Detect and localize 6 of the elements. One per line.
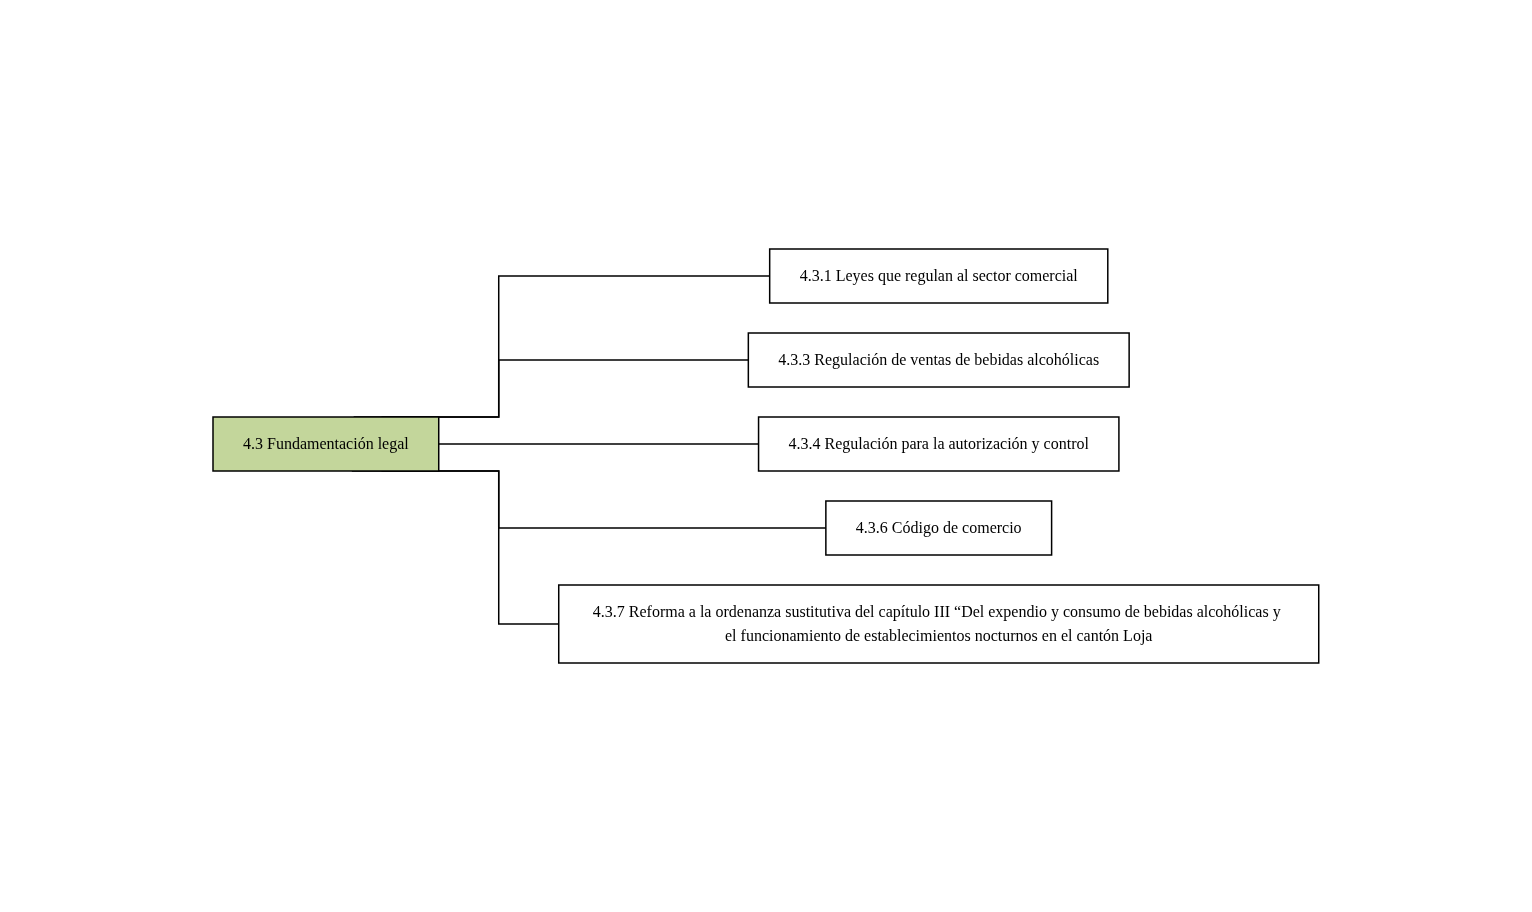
node-box: 4.3.1 Leyes que regulan al sector comercial [769, 248, 1109, 304]
node-box: 4.3 Fundamentación legal [212, 416, 440, 472]
node-box: 4.3.6 Código de comercio [825, 500, 1053, 556]
node-box: 4.3.7 Reforma a la ordenanza sustitutiva del capítulo III “Del expendio y consumo de bebidas alcohólicas y el funcionamiento de establecimientos nocturnos en el cantón Loja [558, 584, 1320, 664]
node-box: 4.3.4 Regulación para la autorización y control [757, 416, 1120, 472]
node-box: 4.3.3 Regulación de ventas de bebidas alcohólicas [747, 332, 1130, 388]
